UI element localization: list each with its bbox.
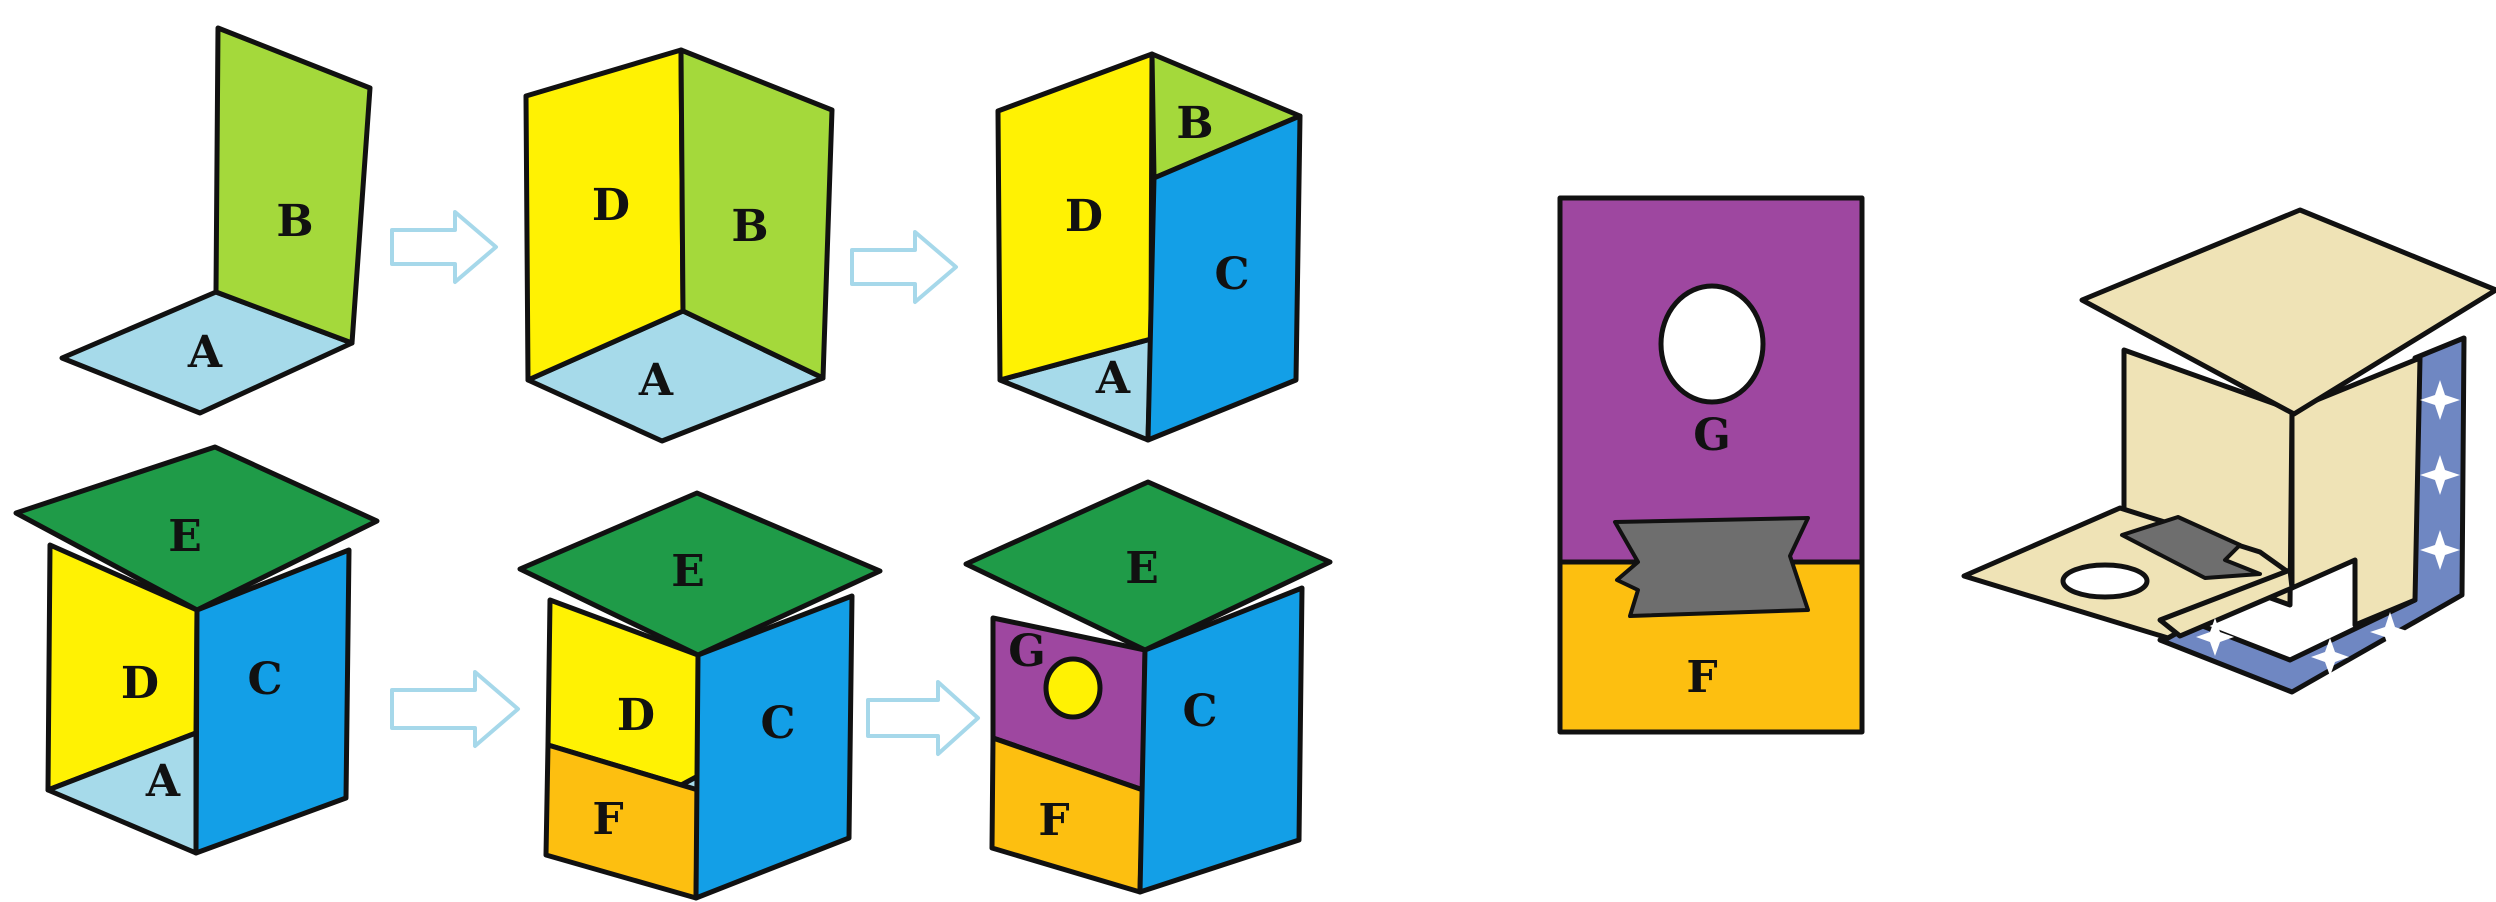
step-2-a-b-d: D B A [523,47,835,444]
star-decorations [2196,380,2460,676]
label-d: D [592,180,630,231]
label-c: C [1182,686,1217,737]
label-a: A [145,756,181,807]
label-a: A [187,327,223,378]
label-a: A [638,355,674,406]
feeder-result-illustration [1961,207,2496,695]
label-f: F [592,794,623,845]
label-d: D [1065,191,1103,242]
label-e: E [671,546,705,597]
feeder-roof [2079,207,2496,417]
label-b: B [731,201,768,252]
g-f-taped-panel: G F [1557,195,1865,735]
arrow-step-1-to-2 [390,210,498,284]
panel-b-wall [213,25,373,346]
step-6-g-front: E G C F [963,479,1333,895]
base-tape [2120,515,2262,580]
label-b: B [1176,98,1213,149]
panel-e-roof [13,444,380,613]
label-a: A [1095,353,1131,404]
label-d: D [617,690,655,741]
label-g: G [1008,626,1046,677]
tape-strip [1613,516,1810,618]
panel-e-roof [963,479,1333,653]
label-d: D [121,658,159,709]
arrow-step-4-to-5 [390,670,520,748]
panel-c-wall [193,547,352,856]
label-e: E [1125,543,1159,594]
base-hole [2060,562,2150,600]
panel-f [1557,559,1865,735]
arrow-step-5-to-6 [866,680,980,756]
panel-c-wall [1137,585,1305,895]
panel-e-roof [517,490,883,658]
label-c: C [1214,249,1249,300]
label-b: B [276,196,313,247]
panel-b-wall [678,47,835,381]
label-g: G [1693,410,1731,461]
label-f: F [1686,652,1717,703]
step-3-a-b-c-d: D B C A [995,51,1303,443]
label-f: F [1038,795,1069,846]
entrance-hole [1658,283,1766,405]
arrow-step-2-to-3 [850,230,958,304]
step-4-e-roof: E D C A [13,444,380,856]
step-5-f-front: E D C F [517,490,883,901]
feeder-front-lip [2157,567,2295,639]
entrance-hole [1043,656,1103,720]
step-1-a-b: B A [59,25,373,416]
panel-c-wall [1145,113,1303,443]
label-c: C [760,698,795,749]
label-c: C [247,654,282,705]
panel-c-wall [693,593,855,901]
label-e: E [168,511,202,562]
